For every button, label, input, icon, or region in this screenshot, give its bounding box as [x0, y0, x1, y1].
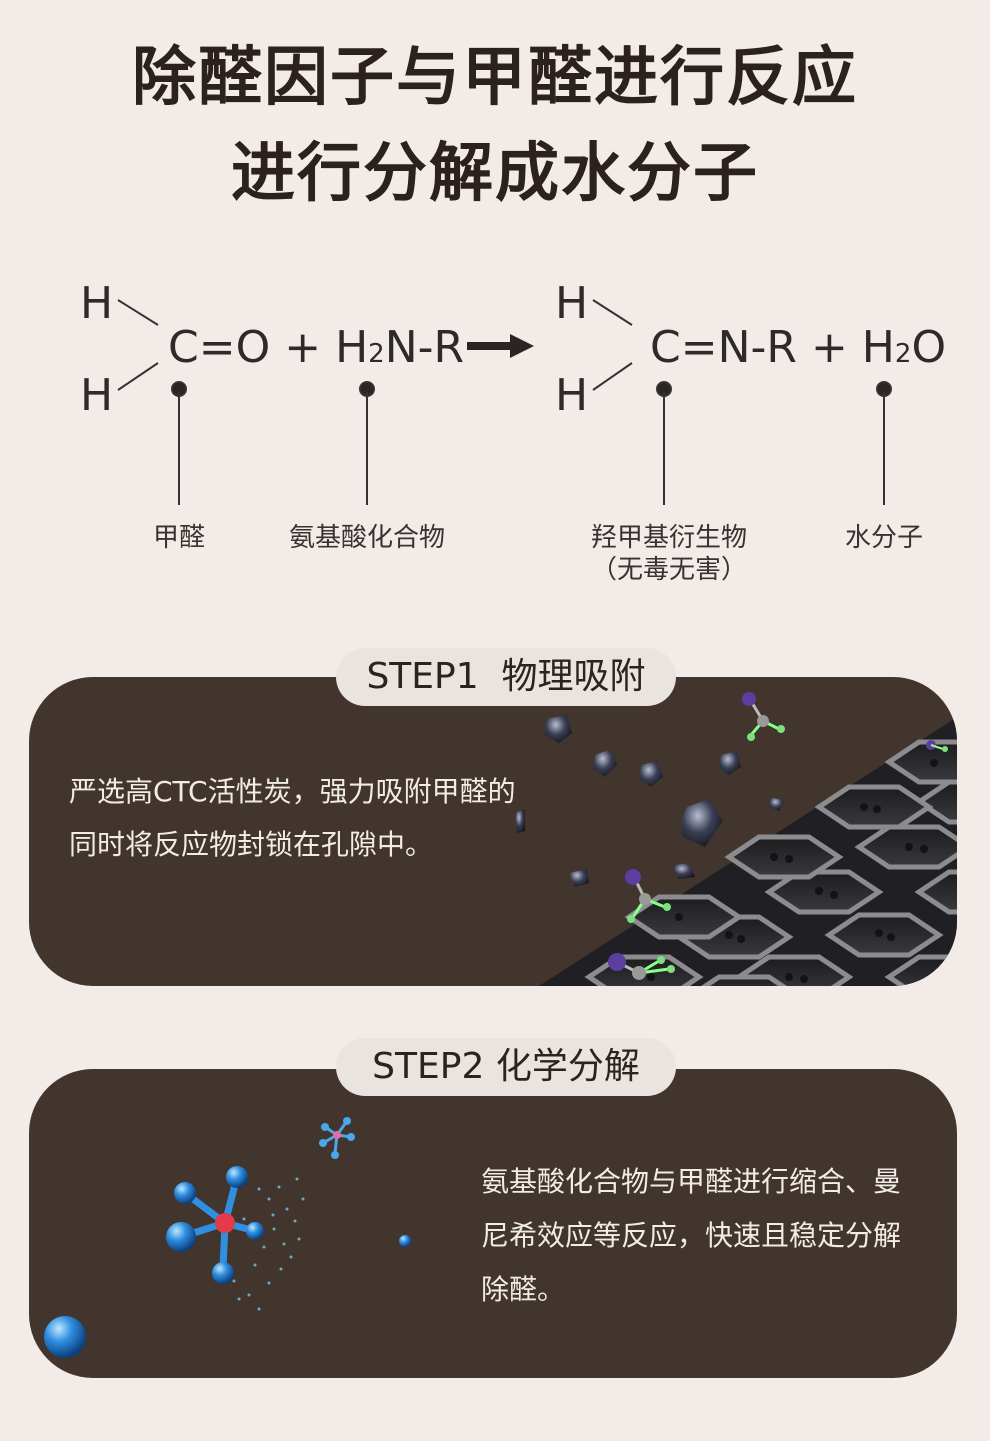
reactant-subscript: 2 — [368, 339, 385, 369]
reaction-equation: H H C=O + H2N-R H H C=N-R + H2O 甲醛 氨基酸化合… — [0, 270, 990, 600]
product-formula: C=N-R + H2O — [650, 326, 946, 370]
product-h-top: H — [555, 278, 589, 329]
reactant-h-top: H — [80, 278, 114, 329]
reactant-h-bottom: H — [80, 370, 114, 421]
molecule-decomposition-illustration — [44, 1117, 411, 1358]
reactant-core: C=O + H — [168, 322, 369, 373]
reactant-tail: N-R — [384, 322, 465, 373]
step2-line-1: 氨基酸化合物与甲醛进行缩合、曼 — [481, 1165, 902, 1198]
product-subscript: 2 — [894, 339, 912, 369]
activated-carbon-illustration — [515, 692, 957, 986]
product-core: C=N-R + H — [650, 322, 895, 373]
step2-badge: STEP2 化学分解 — [336, 1038, 676, 1096]
product-h-bottom: H — [555, 370, 589, 421]
headline-line-2: 进行分解成水分子 — [231, 137, 759, 211]
step2-panel: 氨基酸化合物与甲醛进行缩合、曼 尼希效应等反应，快速且稳定分解 除醛。 — [29, 1069, 957, 1378]
label-formaldehyde: 甲醛 — [152, 523, 205, 553]
step1-badge: STEP1 物理吸附 — [336, 648, 676, 706]
headline-line-1: 除醛因子与甲醛进行反应 — [132, 41, 858, 115]
label-amino-acid: 氨基酸化合物 — [288, 523, 445, 553]
label-hydroxymethyl: 羟甲基衍生物 — [590, 523, 747, 553]
equation-lines — [117, 299, 892, 505]
molecule-icon — [742, 692, 785, 741]
step1-panel: 严选高CTC活性炭，强力吸附甲醛的 同时将反应物封锁在孔隙中。 — [29, 677, 957, 986]
step2-description: 氨基酸化合物与甲醛进行缩合、曼 尼希效应等反应，快速且稳定分解 除醛。 — [481, 1155, 941, 1317]
step1-description: 严选高CTC活性炭，强力吸附甲醛的 同时将反应物封锁在孔隙中。 — [69, 765, 569, 871]
step2-line-3: 除醛。 — [481, 1273, 566, 1306]
step2-line-2: 尼希效应等反应，快速且稳定分解 — [481, 1219, 902, 1252]
step1-line-2: 同时将反应物封锁在孔隙中。 — [69, 828, 434, 861]
label-water: 水分子 — [844, 523, 923, 553]
step1-line-1: 严选高CTC活性炭，强力吸附甲醛的 — [69, 775, 516, 808]
reactant-formula: C=O + H2N-R — [168, 326, 464, 370]
product-tail: O — [911, 322, 947, 373]
label-non-toxic: （无毒无害） — [590, 555, 747, 585]
